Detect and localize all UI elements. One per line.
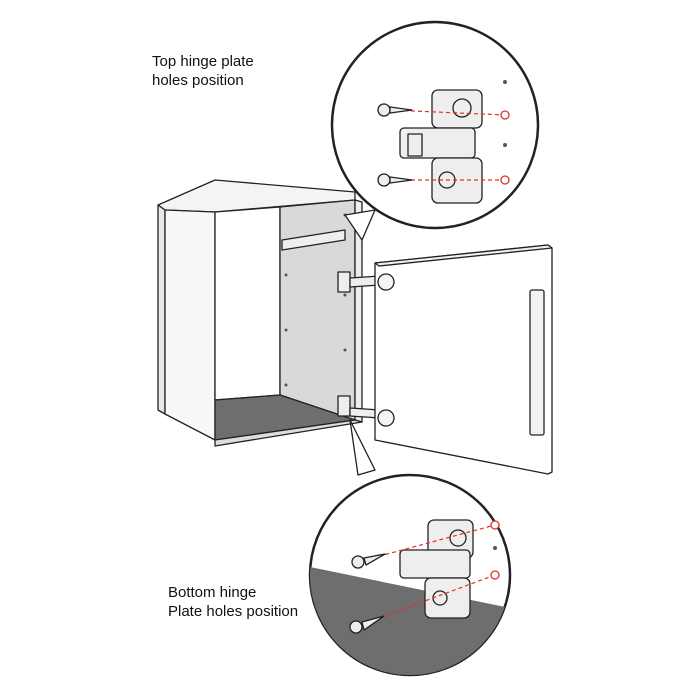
top-hinge-label: Top hinge plate holes position (152, 52, 254, 90)
top-hinge-callout (330, 20, 540, 241)
bottom-hinge-label-line2: Plate holes position (168, 603, 299, 620)
cabinet-door (374, 244, 553, 475)
bottom-hinge-label-line1: Bottom hinge (168, 584, 257, 601)
cabinet (157, 179, 363, 447)
door-handle (529, 289, 545, 436)
top-hinge-label-line1: Top hinge plate (152, 53, 254, 70)
bottom-hinge-label: Bottom hinge Plate holes position (168, 583, 298, 621)
top-hinge-label-line2: holes position (152, 72, 244, 89)
